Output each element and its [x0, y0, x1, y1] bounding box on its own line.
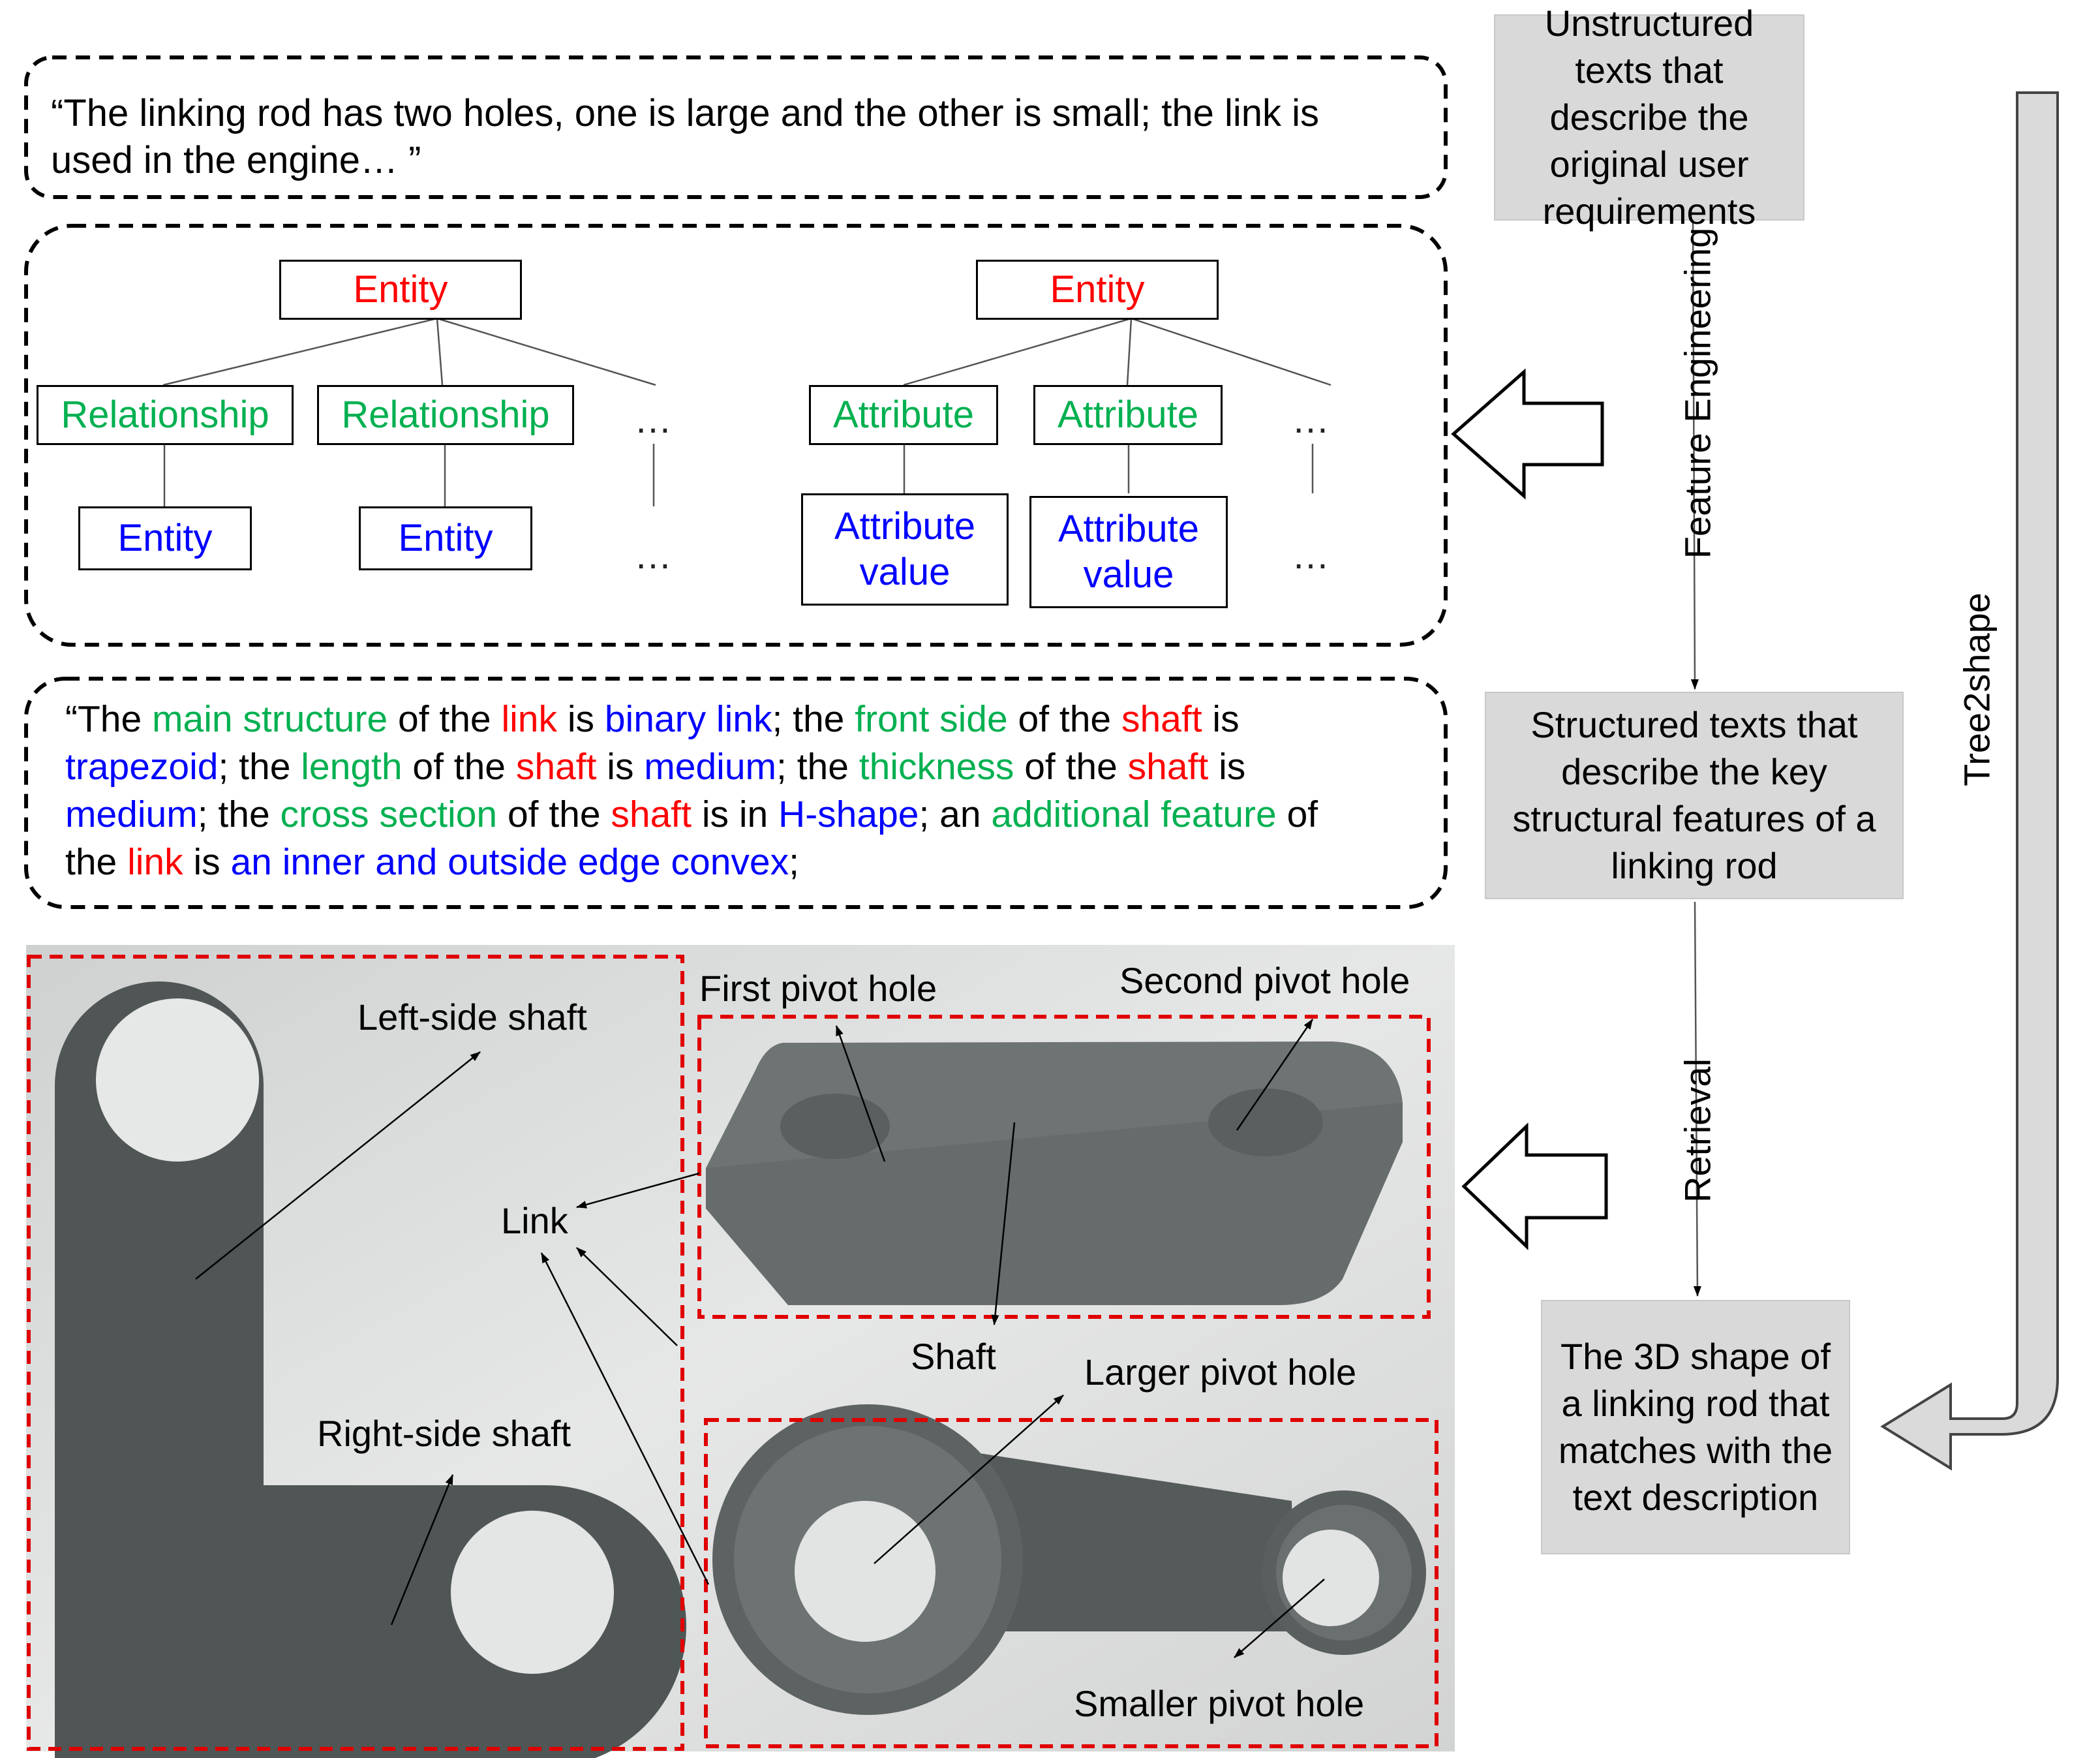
link-part-frame: [704, 1418, 1438, 1748]
st-relation: front side: [855, 698, 1008, 740]
st-seg: ; an: [919, 794, 992, 835]
hollow-arrow-top: [1451, 368, 1604, 500]
label-feature-engineering: Feature Engineering: [1677, 227, 1718, 559]
label-second-pivot-hole: Second pivot hole: [1119, 960, 1410, 1001]
st-value: an inner and outside edge convex: [230, 841, 789, 883]
tree-right-child-ellipsis: …: [1292, 399, 1330, 441]
tree-left-leaf-2: Entity: [359, 506, 532, 570]
st-seg: ;: [789, 841, 799, 883]
st-seg: is in: [691, 794, 779, 835]
st-relation: cross section: [280, 794, 498, 835]
tree-left-child-ellipsis: …: [634, 399, 672, 441]
label-link: Link: [501, 1200, 568, 1241]
st-seg: is: [596, 746, 645, 788]
st-entity: shaft: [1121, 698, 1202, 740]
tree-left-child-2: Relationship: [317, 385, 574, 445]
tree-right-root: Entity: [976, 260, 1219, 320]
input-text: “The linking rod has two holes, one is l…: [51, 92, 1319, 181]
label-right-side-shaft: Right-side shaft: [317, 1413, 571, 1454]
st-seg: is: [1208, 746, 1246, 788]
st-value: medium: [644, 746, 777, 788]
structured-text-frame: [24, 677, 1448, 909]
l-part-hole-top: [96, 998, 259, 1162]
st-entity: shaft: [515, 746, 597, 788]
tree-connectors: [162, 317, 1332, 506]
tree-right-leaf-2: Attribute value: [1029, 496, 1228, 608]
st-entity: shaft: [611, 794, 692, 835]
st-seg: “The: [65, 698, 153, 740]
flow-arrow-1: [1690, 221, 1699, 690]
l-part-frame: [27, 955, 684, 1751]
st-seg: ; the: [776, 746, 859, 788]
binary-link-part: [712, 1404, 1426, 1715]
tree-right-leaf-ellipsis: …: [1292, 534, 1330, 577]
st-seg: ; the: [772, 698, 855, 740]
st-relation: thickness: [859, 746, 1014, 788]
label-tree2shape: Tree2shape: [1956, 593, 1998, 786]
step-unstructured-texts: Unstructured texts that describe the ori…: [1494, 3, 1804, 232]
st-seg: of the: [402, 746, 516, 788]
block-part: [706, 1041, 1403, 1305]
st-seg: of the: [1007, 698, 1121, 740]
st-relation: length: [301, 746, 403, 788]
st-relation: additional feature: [991, 794, 1277, 835]
label-smaller-pivot-hole: Smaller pivot hole: [1074, 1683, 1365, 1724]
st-seg: is: [183, 841, 231, 883]
tree-left-root: Entity: [279, 260, 522, 320]
hollow-arrow-middle: [1461, 1122, 1608, 1250]
st-seg: is: [1202, 698, 1240, 740]
step-3d-shape: The 3D shape of a linking rod that match…: [1541, 1300, 1850, 1554]
st-seg: the: [65, 841, 128, 883]
tree-left-child-1: Relationship: [37, 385, 294, 445]
tree-frame: [24, 224, 1448, 647]
st-value: H-shape: [778, 794, 919, 835]
st-relation: main structure: [152, 698, 388, 740]
st-entity: link: [501, 698, 557, 740]
tree-right-leaf-1: Attribute value: [801, 493, 1009, 606]
step-structured-texts: Structured texts that describe the key s…: [1485, 692, 1904, 899]
tree-right-child-1: Attribute: [809, 385, 998, 445]
tree2shape-arrow: [1880, 91, 2059, 1471]
tree-left-leaf-ellipsis: …: [634, 534, 672, 577]
st-seg: of the: [1014, 746, 1128, 788]
st-seg: of the: [388, 698, 502, 740]
structured-text: “The main structure of the link is binar…: [65, 696, 1409, 886]
label-larger-pivot-hole: Larger pivot hole: [1084, 1351, 1357, 1393]
st-seg: of: [1276, 794, 1318, 835]
st-entity: shaft: [1127, 746, 1209, 788]
st-seg: of the: [497, 794, 611, 835]
label-left-side-shaft: Left-side shaft: [358, 996, 587, 1038]
st-value: trapezoid: [65, 746, 219, 788]
st-entity: link: [127, 841, 183, 883]
label-first-pivot-hole: First pivot hole: [699, 968, 937, 1009]
label-shaft: Shaft: [911, 1336, 996, 1377]
tree-left-leaf-1: Entity: [78, 506, 252, 570]
annotation-arrows: [195, 1019, 1325, 1658]
st-value: binary link: [604, 698, 772, 740]
st-seg: ; the: [218, 746, 301, 788]
label-retrieval: Retrieval: [1677, 1058, 1718, 1203]
l-part-hole-bottom: [451, 1511, 614, 1674]
input-text-frame: [24, 55, 1448, 199]
flow-arrow-2: [1693, 901, 1701, 1297]
st-seg: is: [557, 698, 605, 740]
tree-right-child-2: Attribute: [1033, 385, 1223, 445]
st-value: medium: [65, 794, 198, 835]
block-part-frame: [697, 1015, 1431, 1319]
st-seg: ; the: [197, 794, 281, 835]
